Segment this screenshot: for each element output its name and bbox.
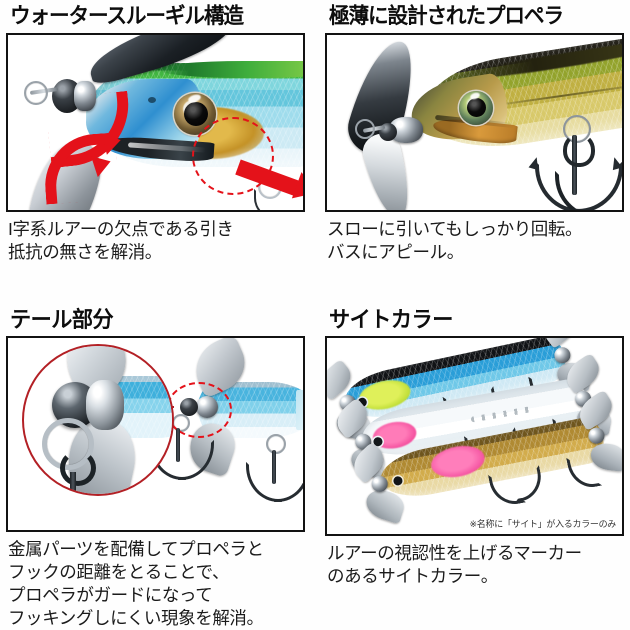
- panel-water-through-gill: ウォータースルーギル構造: [0, 0, 311, 303]
- sight-color-footnote: ※名称に「サイト」が入るカラーのみ: [468, 517, 617, 530]
- treble-hook-point-center: [555, 170, 601, 210]
- belly-hook-wire: [254, 188, 284, 210]
- lure-eye-pupil: [467, 97, 486, 117]
- magnified-content: [24, 346, 172, 494]
- belly-hook-2: [509, 465, 546, 503]
- hook-barb-right: [609, 155, 622, 170]
- red-dashed-circle-gill: [192, 116, 274, 195]
- panel-title: ウォータースルーギル構造: [10, 4, 244, 28]
- magnified-hook-eye: [60, 450, 96, 486]
- photo-tail-closeup-magnified-with-red-circle-callout: [6, 336, 305, 532]
- tail-treble-point-right: [178, 440, 214, 480]
- photo-three-lures-showing-sight-colors: ※名称に「サイト」が入るカラーのみ: [325, 336, 624, 536]
- nose-split-ring: [355, 118, 375, 139]
- rear-split-ring: [266, 434, 286, 454]
- magnified-hook-shank: [70, 472, 76, 494]
- panel-caption: I字系ルアーの欠点である引き 抵抗の無さを解消。: [8, 218, 234, 262]
- panel-title: テール部分: [10, 307, 114, 332]
- panel-caption: 金属パーツを配備してプロペラと フックの距離をとることで、 プロペラがガードにな…: [8, 538, 264, 628]
- lure-eye-pupil: [184, 101, 208, 126]
- magnified-metal-collar: [86, 380, 124, 430]
- photo-lure-head-with-thin-propeller-and-treble-hook: [325, 32, 624, 212]
- panel-tail-section: テール部分: [0, 303, 311, 630]
- panel-ultra-thin-propeller: 極薄に設計されたプロペラ: [319, 0, 630, 303]
- rear-treble-point-right: [274, 462, 303, 502]
- panel-title: サイトカラー: [329, 307, 453, 332]
- lure-illustration: [8, 34, 303, 210]
- nose-metal-collar: [74, 80, 96, 111]
- lure-illustration: [327, 34, 622, 210]
- panel-caption: スローに引いてもしっかり回転。 バスにアピール。: [327, 218, 583, 262]
- tail-hook: [566, 452, 603, 492]
- lure-nostril: [148, 96, 156, 103]
- photo-lure-head-closeup-with-red-arrows: [6, 32, 305, 212]
- lure-tail-tip: [296, 390, 303, 430]
- panel-title: 極薄に設計されたプロペラ: [329, 4, 564, 28]
- tail-illustration: [8, 337, 303, 530]
- sight-color-illustration: [327, 338, 622, 534]
- panel-caption: ルアーの視認性を上げるマーカー のあるサイトカラー。: [327, 543, 582, 587]
- nose-split-ring: [24, 80, 48, 105]
- lure-back-stripe: [158, 60, 303, 78]
- red-solid-circle-magnified-view: [22, 344, 174, 496]
- panel-sight-color: サイトカラー: [319, 303, 630, 630]
